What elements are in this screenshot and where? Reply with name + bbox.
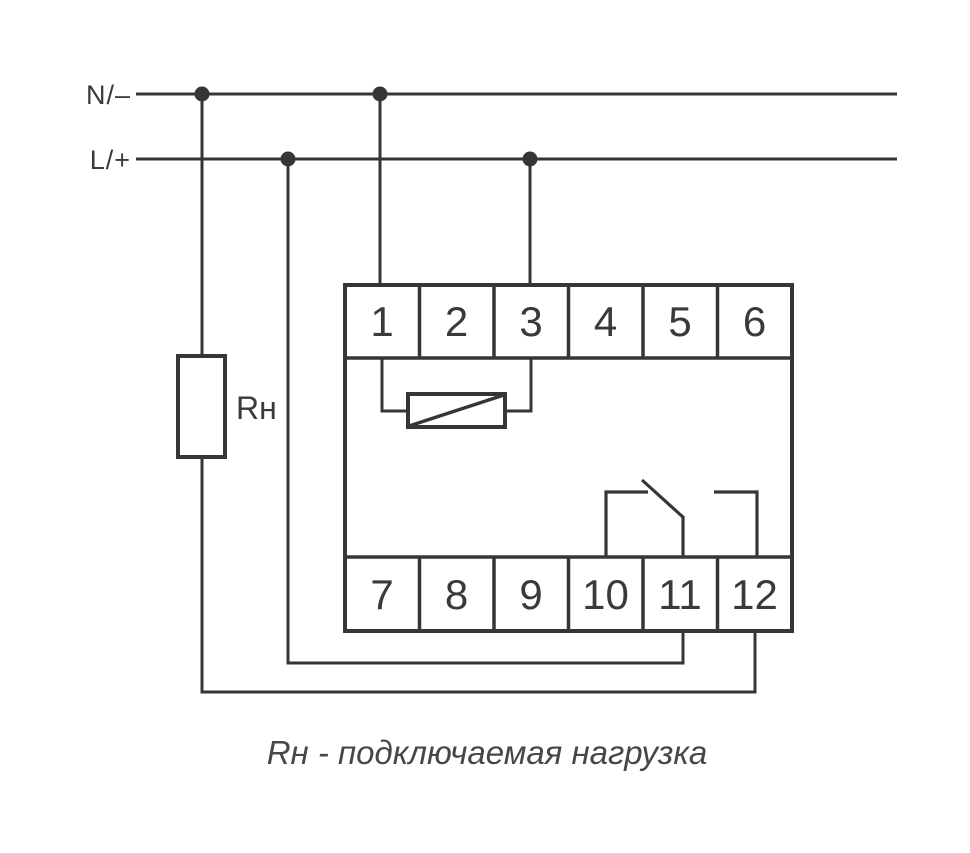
terminal-3-label: 3 <box>519 298 542 345</box>
coil-wire-right <box>505 358 533 413</box>
junction-dot-n-terminal1 <box>372 86 388 102</box>
bottom-terminal-dividers <box>417 557 720 631</box>
terminal-9-label: 9 <box>519 571 542 618</box>
supply-coil-symbol <box>380 358 533 429</box>
coil-diagonal <box>408 393 505 428</box>
top-terminal-numbers: 1 2 3 4 5 6 <box>370 298 766 345</box>
contact-no-lead <box>714 490 759 557</box>
caption: Rн - подключаемая нагрузка <box>267 734 708 771</box>
junction-dot-l-terminal11 <box>280 151 296 167</box>
load-label: Rн <box>236 390 277 426</box>
wire-load-to-terminal-12 <box>200 457 757 694</box>
terminal-6-label: 6 <box>743 298 766 345</box>
coil-wire-left <box>380 358 408 413</box>
terminal-12-label: 12 <box>731 571 778 618</box>
terminal-4-label: 4 <box>594 298 617 345</box>
top-terminal-dividers <box>417 285 720 358</box>
load-resistor-symbol <box>176 354 227 459</box>
contact-nc-lead <box>604 490 648 557</box>
wire-l-to-terminal-11 <box>286 159 685 665</box>
relay-contact-symbol <box>604 478 759 557</box>
junction-dot-l-terminal3 <box>522 151 538 167</box>
terminal-8-label: 8 <box>445 571 468 618</box>
terminal-2-label: 2 <box>445 298 468 345</box>
bus-l-label: L/+ <box>90 145 131 175</box>
terminal-1-label: 1 <box>370 298 393 345</box>
terminal-5-label: 5 <box>668 298 691 345</box>
bus-n-label: N/– <box>86 80 131 110</box>
bottom-terminal-numbers: 7 8 9 10 11 12 <box>370 571 778 618</box>
junction-dot-n-load <box>194 86 210 102</box>
terminal-11-label: 11 <box>658 571 702 618</box>
terminal-7-label: 7 <box>370 571 393 618</box>
contact-blade <box>640 478 686 520</box>
terminal-10-label: 10 <box>582 571 629 618</box>
